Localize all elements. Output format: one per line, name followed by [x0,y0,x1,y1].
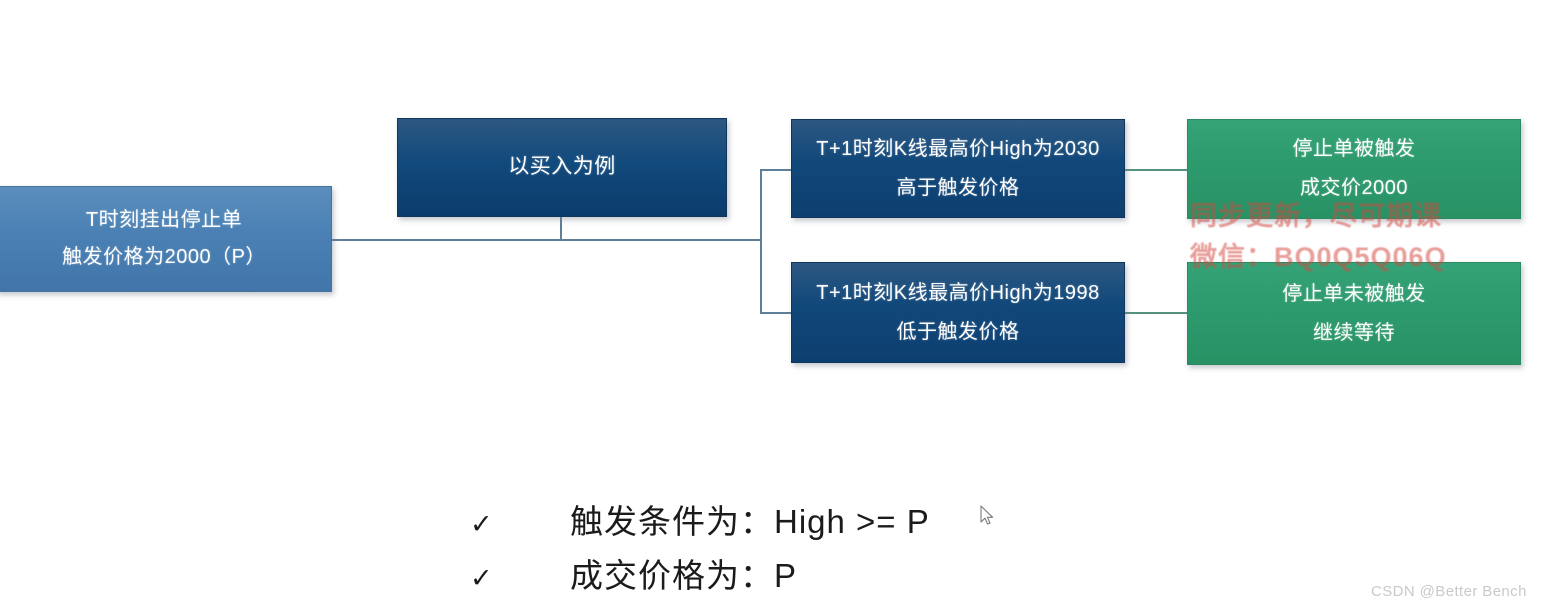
mouse-cursor-icon [980,505,994,525]
order-triggered-line-2: 成交价2000 [1300,177,1408,199]
check-icon: ✓ [470,509,493,539]
connector-branch-bottom [760,312,792,314]
connector-branch-top [760,169,792,171]
stop-order-placed-line-2: 触发价格为2000（P） [62,246,266,268]
order-not-triggered-line-2: 继续等待 [1313,321,1395,344]
connector-branch-trunk [760,169,762,314]
connector-below-to-not-triggered [1124,312,1188,314]
high-above-line-1: T+1时刻K线最高价High为2030 [816,137,1100,160]
list-item: ✓ 成交价格为：P [470,549,930,597]
order-triggered-box: 停止单被触发 成交价2000 [1187,119,1521,219]
high-below-line-1: T+1时刻K线最高价High为1998 [816,281,1100,304]
summary-bullet-list: ✓ 触发条件为：High >= P ✓ 成交价格为：P [470,495,930,597]
buy-example-box: 以买入为例 [397,118,727,217]
check-icon: ✓ [470,563,493,593]
order-not-triggered-box: 停止单未被触发 继续等待 [1187,262,1521,365]
bullet-text-trigger-condition: 触发条件为：High >= P [570,503,930,540]
order-not-triggered-line-1: 停止单未被触发 [1282,282,1426,305]
bullet-text-fill-price: 成交价格为：P [570,557,798,594]
high-above-trigger-box: T+1时刻K线最高价High为2030 高于触发价格 [791,119,1125,218]
connector-start-to-branch [332,239,762,241]
connector-above-to-triggered [1124,169,1188,171]
high-below-line-2: 低于触发价格 [896,320,1020,343]
high-below-trigger-box: T+1时刻K线最高价High为1998 低于触发价格 [791,262,1125,363]
csdn-watermark: CSDN @Better Bench [1371,583,1527,600]
high-above-line-2: 高于触发价格 [896,176,1020,199]
stop-order-placed-line-1: T时刻挂出停止单 [85,209,243,231]
buy-example-line-1: 以买入为例 [508,155,616,179]
list-item: ✓ 触发条件为：High >= P [470,495,930,543]
order-triggered-line-1: 停止单被触发 [1292,138,1416,160]
stop-order-placed-box: T时刻挂出停止单 触发价格为2000（P） [0,186,332,292]
connector-example-stub [560,216,562,240]
